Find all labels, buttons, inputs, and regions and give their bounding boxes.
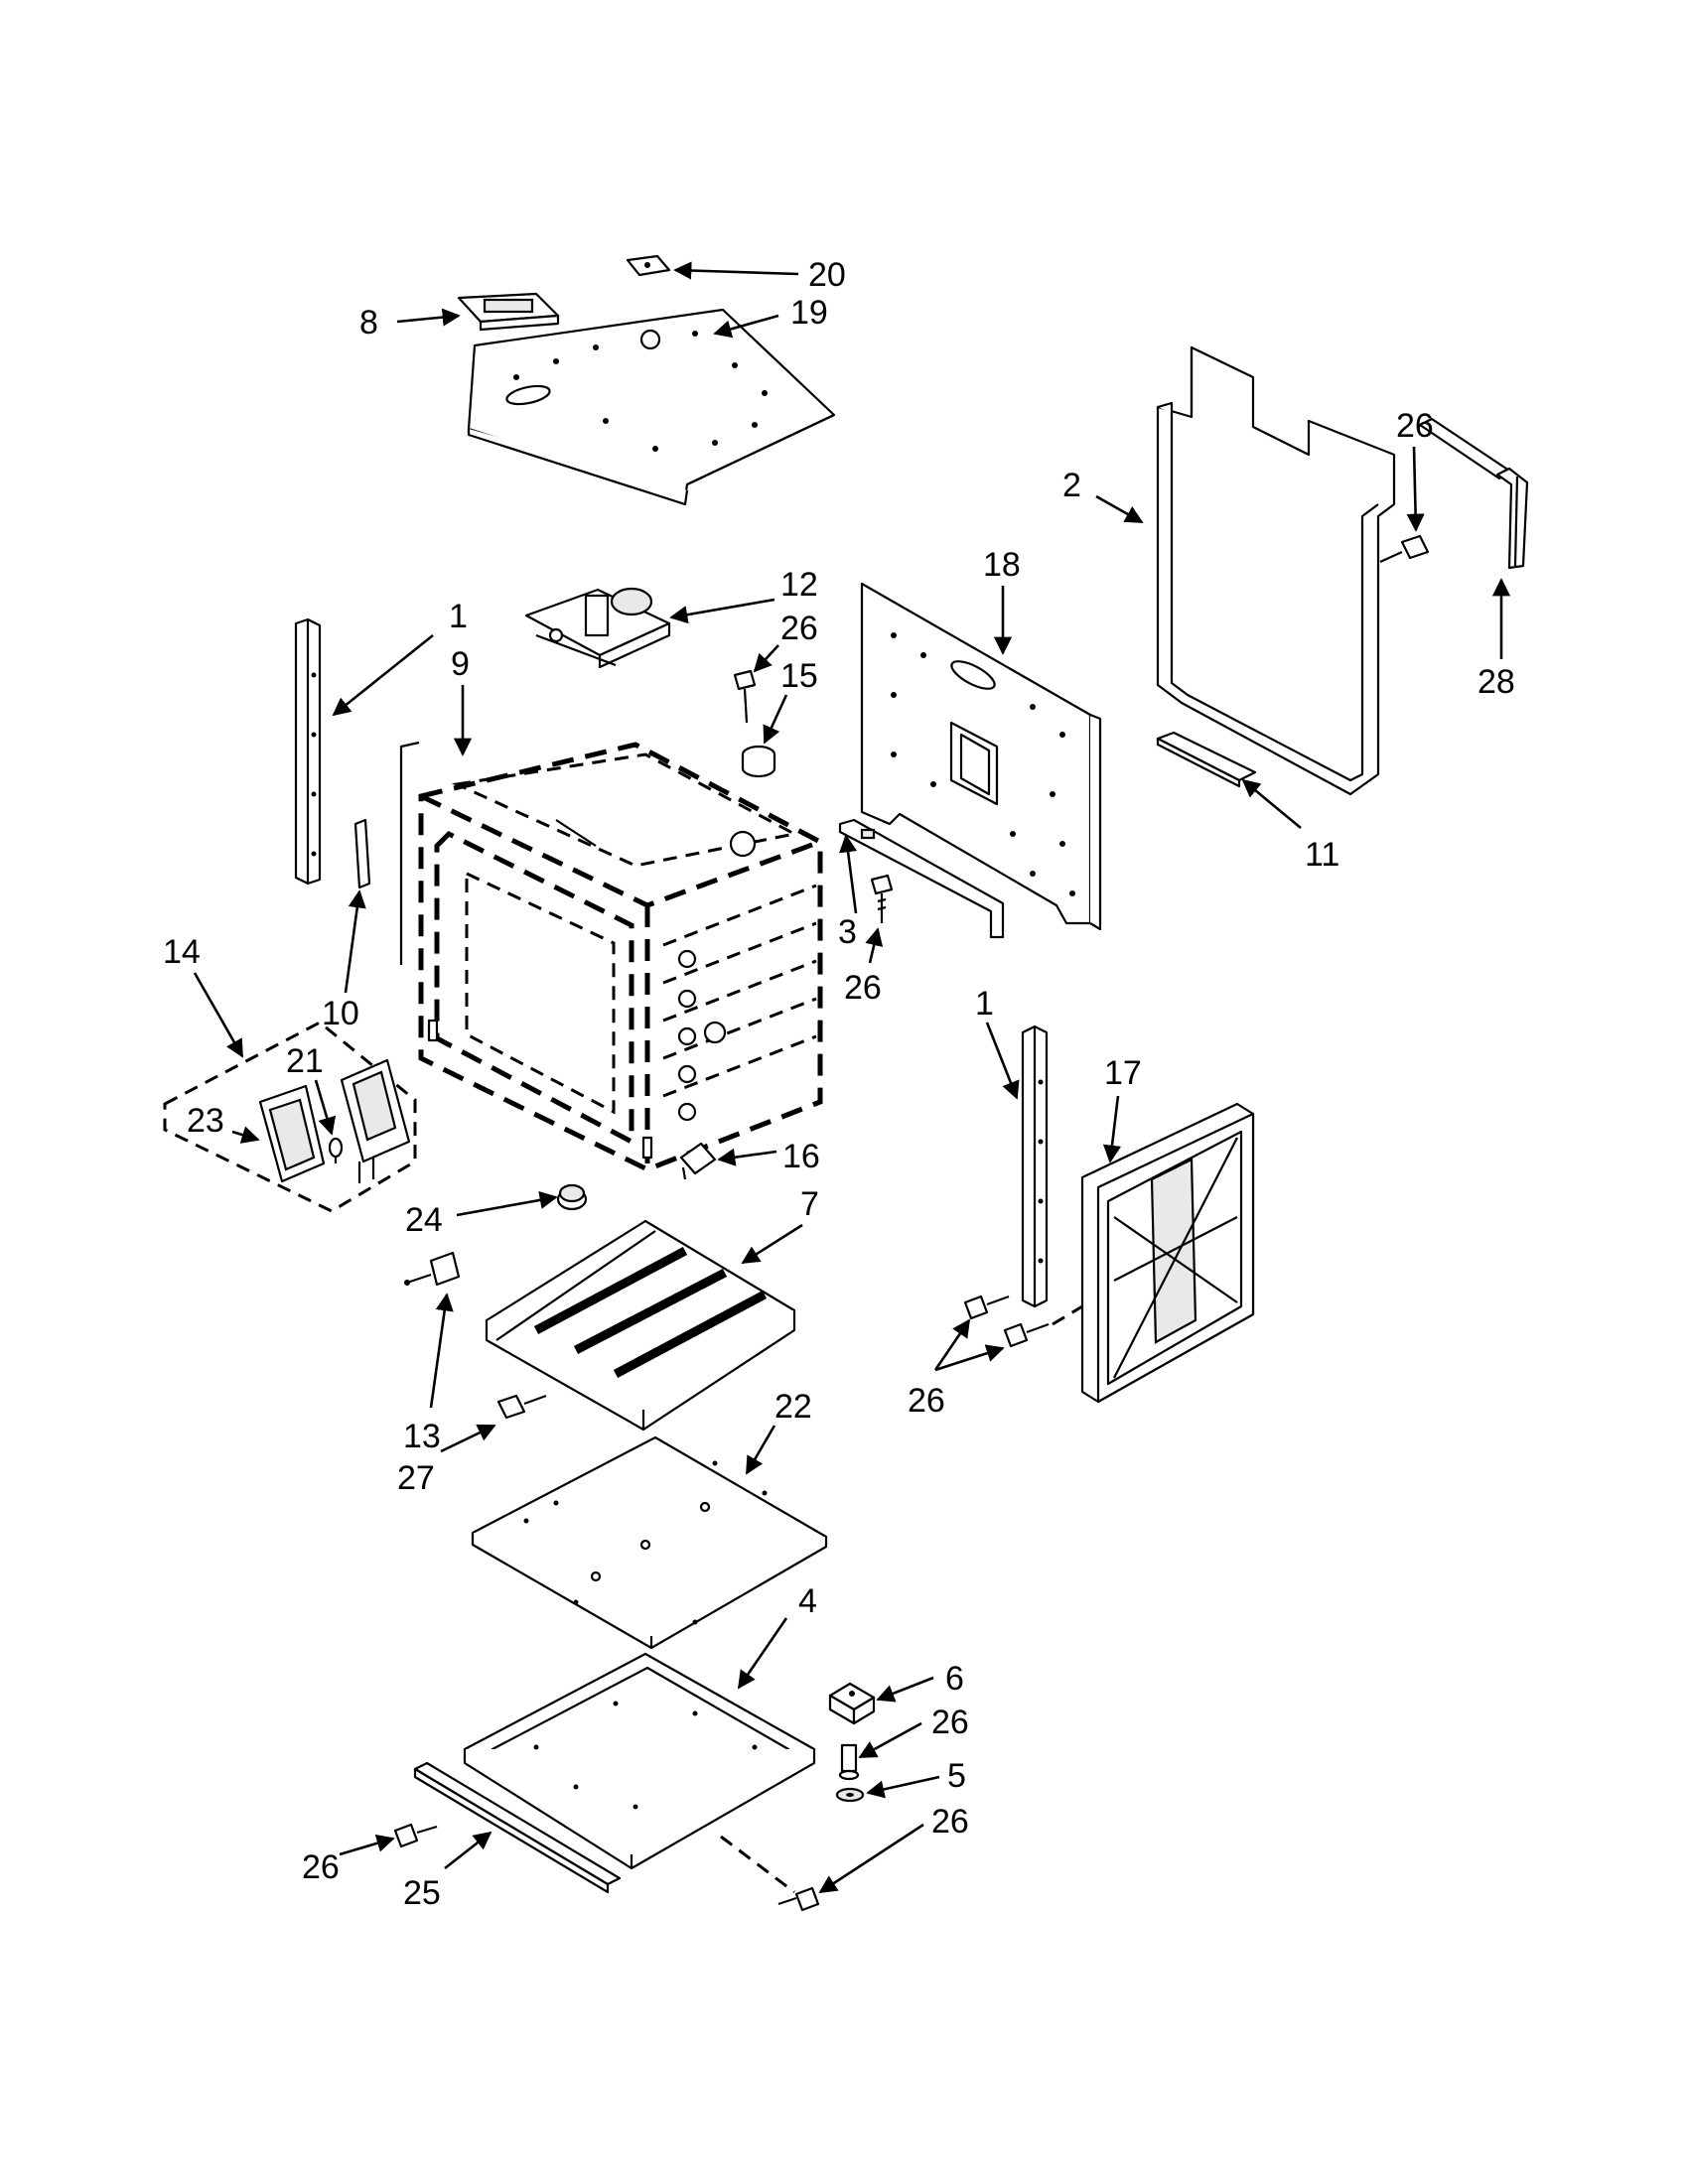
- callout-26: 26: [931, 1704, 969, 1741]
- part-2-side-wrapper: [1156, 345, 1396, 796]
- callout-22: 22: [774, 1388, 812, 1426]
- callout-16: 16: [782, 1138, 820, 1175]
- callout-2: 2: [1062, 467, 1081, 504]
- part-9-oven-cavity: [399, 741, 823, 1172]
- callout-leaders: [193, 261, 1511, 1894]
- part-24-knob: [556, 1183, 588, 1211]
- part-18-rear-panel: [860, 582, 1102, 931]
- part-22-bottom-panel: [471, 1435, 828, 1650]
- part-7-broil-pan: [485, 1219, 796, 1432]
- callout-13: 13: [403, 1418, 441, 1455]
- screw-26-latch: [733, 669, 757, 724]
- part-5-leveling-foot: [835, 1787, 865, 1803]
- callout-6: 6: [945, 1660, 964, 1698]
- callout-3: 3: [838, 913, 857, 951]
- callout-1: 1: [449, 598, 468, 635]
- part-21-bulb: [328, 1137, 344, 1163]
- callout-12: 12: [780, 566, 818, 604]
- callout-5: 5: [947, 1757, 966, 1795]
- callout-26: 26: [844, 969, 882, 1007]
- callout-11: 11: [1305, 836, 1339, 874]
- callout-10: 10: [322, 995, 359, 1032]
- part-13-terminal-block: [404, 1251, 461, 1287]
- callout-26: 26: [1396, 407, 1434, 445]
- part-11-bracket-strip: [1156, 731, 1257, 788]
- part-25-front-rail: [413, 1761, 622, 1894]
- part-3-rear-bracket: [838, 818, 1005, 939]
- screw-26-bottom-right: [777, 1886, 820, 1912]
- part-1-left-rail: [294, 617, 322, 886]
- callout-15: 15: [780, 657, 818, 695]
- part-6-leveling-bracket: [828, 1682, 876, 1725]
- part-4-base-frame: [463, 1652, 816, 1870]
- callout-17: 17: [1104, 1054, 1142, 1092]
- callout-28: 28: [1477, 663, 1515, 701]
- callout-26: 26: [931, 1803, 969, 1841]
- screw-26-door-lower: [1003, 1322, 1050, 1348]
- part-1-right-rail: [1021, 1024, 1049, 1308]
- part-23-lens-frame: [258, 1084, 326, 1183]
- callout-26: 26: [780, 610, 818, 647]
- part-16-rack-guide: [679, 1142, 717, 1180]
- callout-23: 23: [187, 1102, 224, 1140]
- callout-21: 21: [286, 1042, 324, 1080]
- callout-8: 8: [359, 304, 378, 341]
- callout-7: 7: [800, 1185, 819, 1223]
- part-20-sensor-plate: [626, 254, 671, 277]
- callout-19: 19: [790, 294, 828, 332]
- part-8-top-bracket: [457, 292, 560, 332]
- assembly-line-door: [1052, 1304, 1083, 1326]
- screw-26-rear-bracket: [870, 874, 894, 923]
- screw-26-door-upper: [963, 1295, 1010, 1320]
- callout-26: 26: [908, 1382, 945, 1420]
- screw-27: [496, 1394, 547, 1420]
- screw-26-wrapper: [1379, 534, 1430, 564]
- part-15-sensor-cap: [741, 745, 776, 778]
- callout-1: 1: [975, 985, 994, 1023]
- screw-26-bottom-left: [393, 1823, 438, 1848]
- part-17-door-frame: [1080, 1102, 1255, 1404]
- part-28-trim-strip: [1418, 417, 1529, 570]
- callout-24: 24: [405, 1201, 443, 1239]
- callout-20: 20: [808, 256, 846, 294]
- screw-26-leveling: [838, 1743, 860, 1781]
- callout-9: 9: [451, 645, 470, 683]
- part-10-small-bracket: [353, 818, 371, 889]
- part-14-light-assembly: [163, 1021, 417, 1213]
- callout-26: 26: [302, 1848, 340, 1886]
- callout-labels: 20 8 19 26 2 12 26 18 1 15 28 9 11 3 14 …: [163, 256, 1515, 1912]
- callout-27: 27: [397, 1459, 435, 1497]
- part-19-top-panel: [467, 308, 836, 506]
- cavity-rack-supports: [662, 884, 817, 1122]
- callout-4: 4: [798, 1582, 817, 1620]
- callout-25: 25: [403, 1874, 441, 1912]
- part-12-latch-assembly: [524, 587, 671, 669]
- callout-14: 14: [163, 933, 201, 971]
- assembly-line-bottom: [720, 1835, 795, 1894]
- callout-18: 18: [983, 546, 1021, 584]
